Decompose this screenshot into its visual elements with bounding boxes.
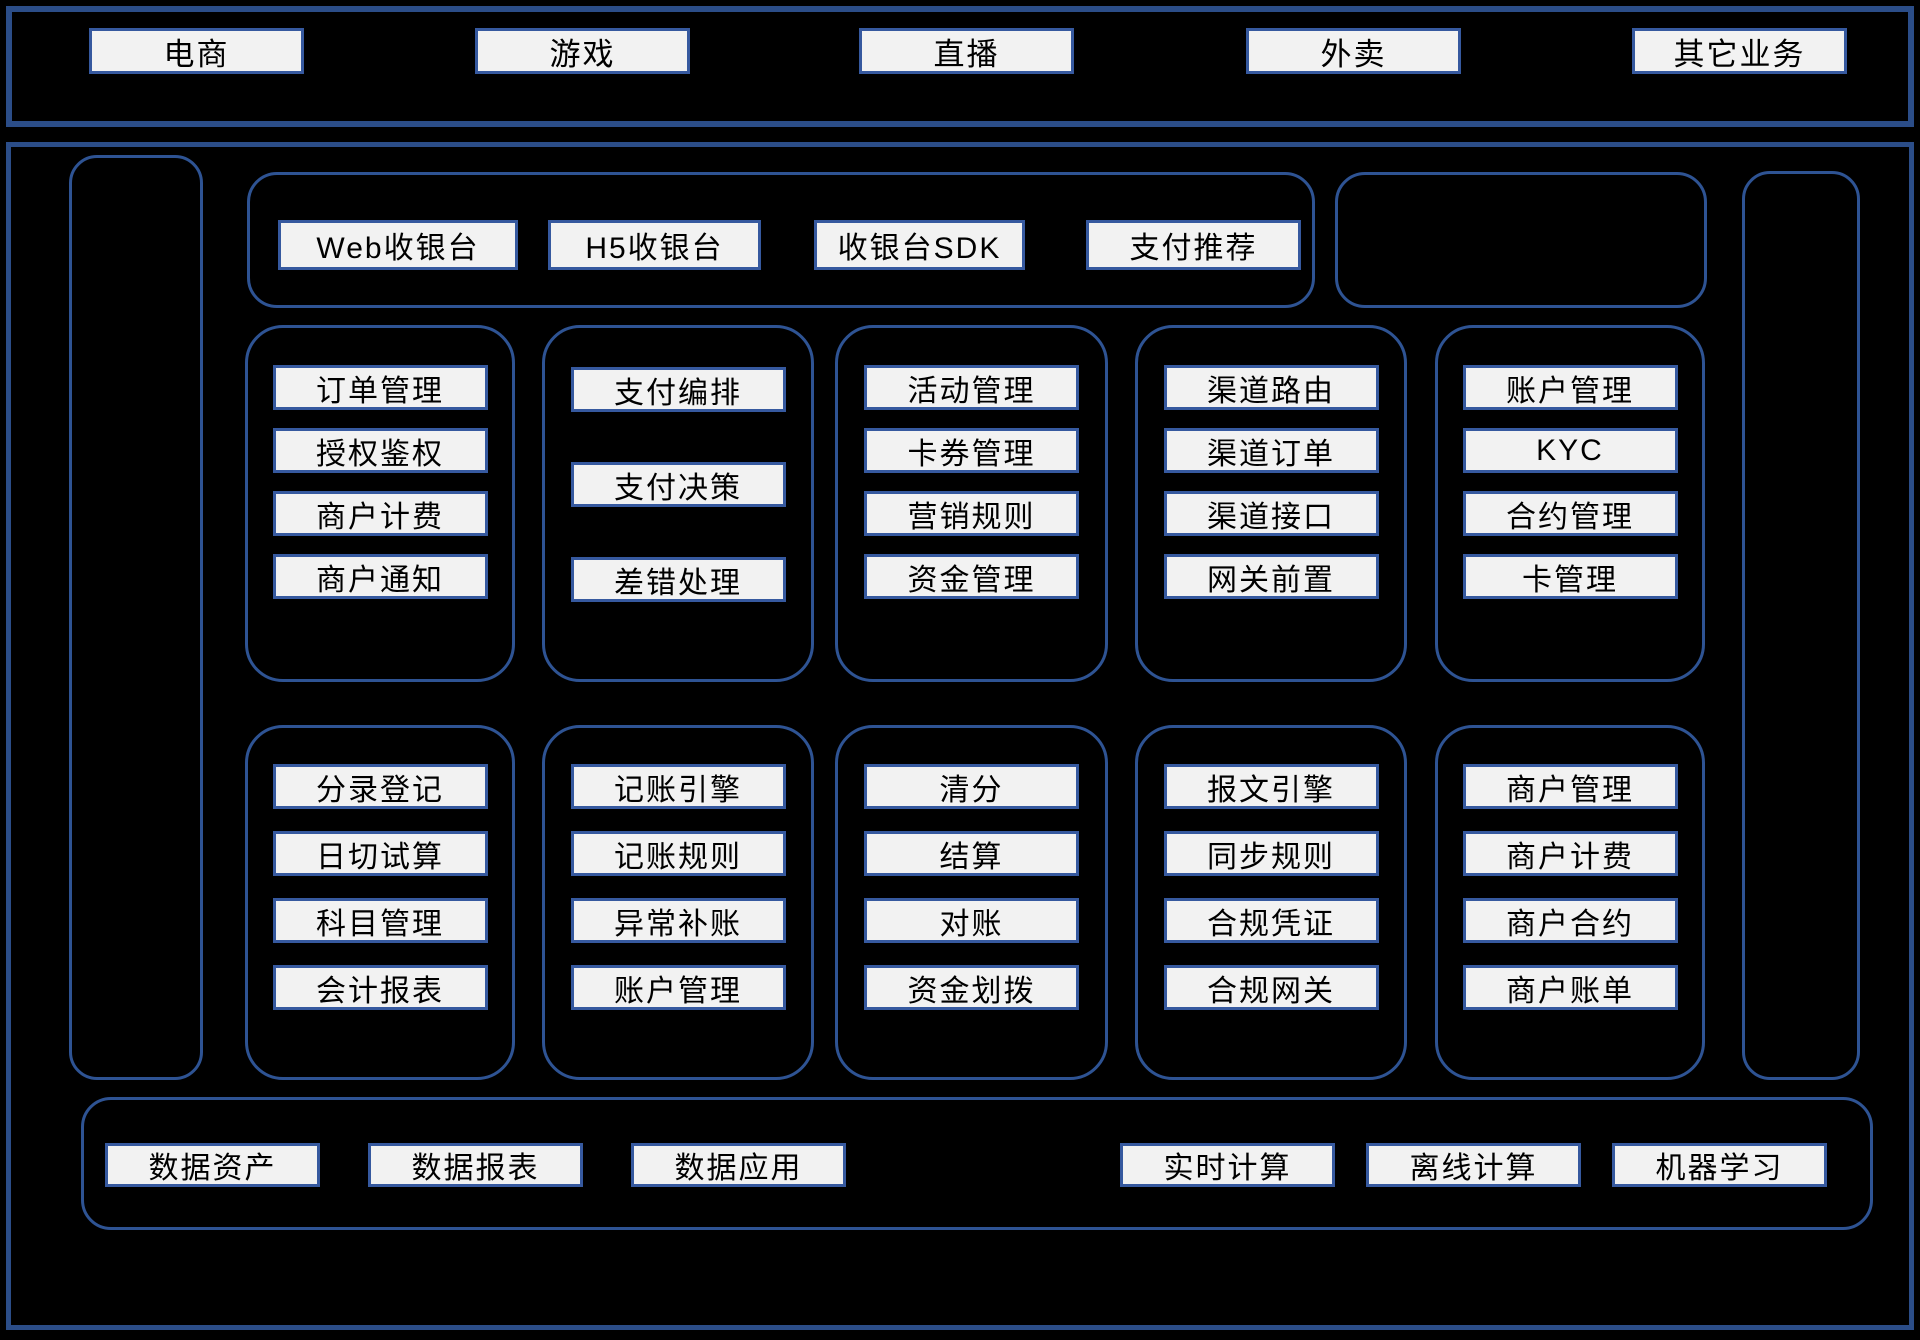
module-chip: 科目管理 <box>272 898 488 943</box>
business-chip: 外卖 <box>1246 28 1461 74</box>
module-chip: 渠道路由 <box>1163 365 1379 410</box>
module-chip: 合约管理 <box>1462 491 1678 536</box>
product-chip: 收银台SDK <box>814 220 1025 270</box>
module-chip: 网关前置 <box>1163 554 1379 599</box>
checkout-products-group: Web收银台 H5收银台 收银台SDK 支付推荐 <box>247 172 1315 308</box>
module-chip: 支付决策 <box>570 462 786 507</box>
business-chip: 游戏 <box>475 28 690 74</box>
module-chip: 账户管理 <box>570 965 786 1010</box>
compute-cluster: 实时计算离线计算机器学习 <box>1120 1143 1827 1187</box>
module-chip: 清分 <box>864 764 1079 809</box>
product-chip: H5收银台 <box>548 220 761 270</box>
module-chip: 卡管理 <box>1462 554 1678 599</box>
module-chip: 支付编排 <box>570 367 786 412</box>
module-chip: 授权鉴权 <box>272 428 488 473</box>
module-chip: 合规凭证 <box>1163 898 1379 943</box>
module-chip: 资金管理 <box>864 554 1079 599</box>
right-pillar <box>1742 171 1860 1080</box>
data-chip: 实时计算 <box>1120 1143 1335 1187</box>
module-chip: 账户管理 <box>1462 365 1678 410</box>
clearing-card: 清分结算对账资金划拨 <box>835 725 1108 1080</box>
module-chip: 活动管理 <box>864 365 1079 410</box>
module-chip: 渠道接口 <box>1163 491 1379 536</box>
module-chip: 营销规则 <box>864 491 1079 536</box>
module-chip: 记账引擎 <box>570 764 786 809</box>
data-chip: 数据资产 <box>105 1143 320 1187</box>
module-chip: 差错处理 <box>570 557 786 602</box>
module-chip: 商户管理 <box>1462 764 1678 809</box>
module-chip: 异常补账 <box>570 898 786 943</box>
module-chip: 订单管理 <box>272 365 488 410</box>
module-chip: 渠道订单 <box>1163 428 1379 473</box>
marketing-card: 活动管理卡券管理营销规则资金管理 <box>835 325 1108 682</box>
ledger-card: 分录登记日切试算科目管理会计报表 <box>245 725 515 1080</box>
data-chip: 离线计算 <box>1366 1143 1581 1187</box>
module-chip: 商户合约 <box>1462 898 1678 943</box>
module-chip: KYC <box>1462 428 1678 473</box>
module-chip: 商户通知 <box>272 554 488 599</box>
bookkeeping-card: 记账引擎记账规则异常补账账户管理 <box>542 725 814 1080</box>
module-chip: 结算 <box>864 831 1079 876</box>
module-chip: 同步规则 <box>1163 831 1379 876</box>
left-pillar <box>69 155 203 1080</box>
module-chip: 卡券管理 <box>864 428 1079 473</box>
data-asset-cluster: 数据资产 数据报表 数据应用 <box>105 1143 846 1187</box>
empty-group <box>1335 172 1707 308</box>
module-chip: 商户计费 <box>1462 831 1678 876</box>
data-platform-bar: 数据资产 数据报表 数据应用 实时计算离线计算机器学习 <box>81 1097 1873 1230</box>
account-card: 账户管理 KYC 合约管理卡管理 <box>1435 325 1705 682</box>
data-chip: 机器学习 <box>1612 1143 1827 1187</box>
module-chip: 分录登记 <box>272 764 488 809</box>
business-layer-bar: 电商 游戏 直播 外卖 其它业务 <box>6 6 1914 127</box>
module-chip: 报文引擎 <box>1163 764 1379 809</box>
order-service-card: 订单管理授权鉴权商户计费商户通知 <box>245 325 515 682</box>
module-chip: 对账 <box>864 898 1079 943</box>
channel-card: 渠道路由渠道订单渠道接口网关前置 <box>1135 325 1407 682</box>
product-chip: Web收银台 <box>278 220 518 270</box>
module-chip: 商户账单 <box>1462 965 1678 1010</box>
business-chip: 直播 <box>859 28 1074 74</box>
module-chip: 会计报表 <box>272 965 488 1010</box>
module-chip: 日切试算 <box>272 831 488 876</box>
data-chip: 数据应用 <box>631 1143 846 1187</box>
orchestration-card: 支付编排支付决策差错处理 <box>542 325 814 682</box>
module-chip: 记账规则 <box>570 831 786 876</box>
module-chip: 资金划拨 <box>864 965 1079 1010</box>
product-chip: 支付推荐 <box>1086 220 1301 270</box>
data-chip: 数据报表 <box>368 1143 583 1187</box>
merchant-card: 商户管理商户计费商户合约商户账单 <box>1435 725 1705 1080</box>
module-chip: 合规网关 <box>1163 965 1379 1010</box>
compliance-card: 报文引擎同步规则合规凭证合规网关 <box>1135 725 1407 1080</box>
business-chip: 其它业务 <box>1632 28 1847 74</box>
business-chip: 电商 <box>89 28 304 74</box>
module-chip: 商户计费 <box>272 491 488 536</box>
